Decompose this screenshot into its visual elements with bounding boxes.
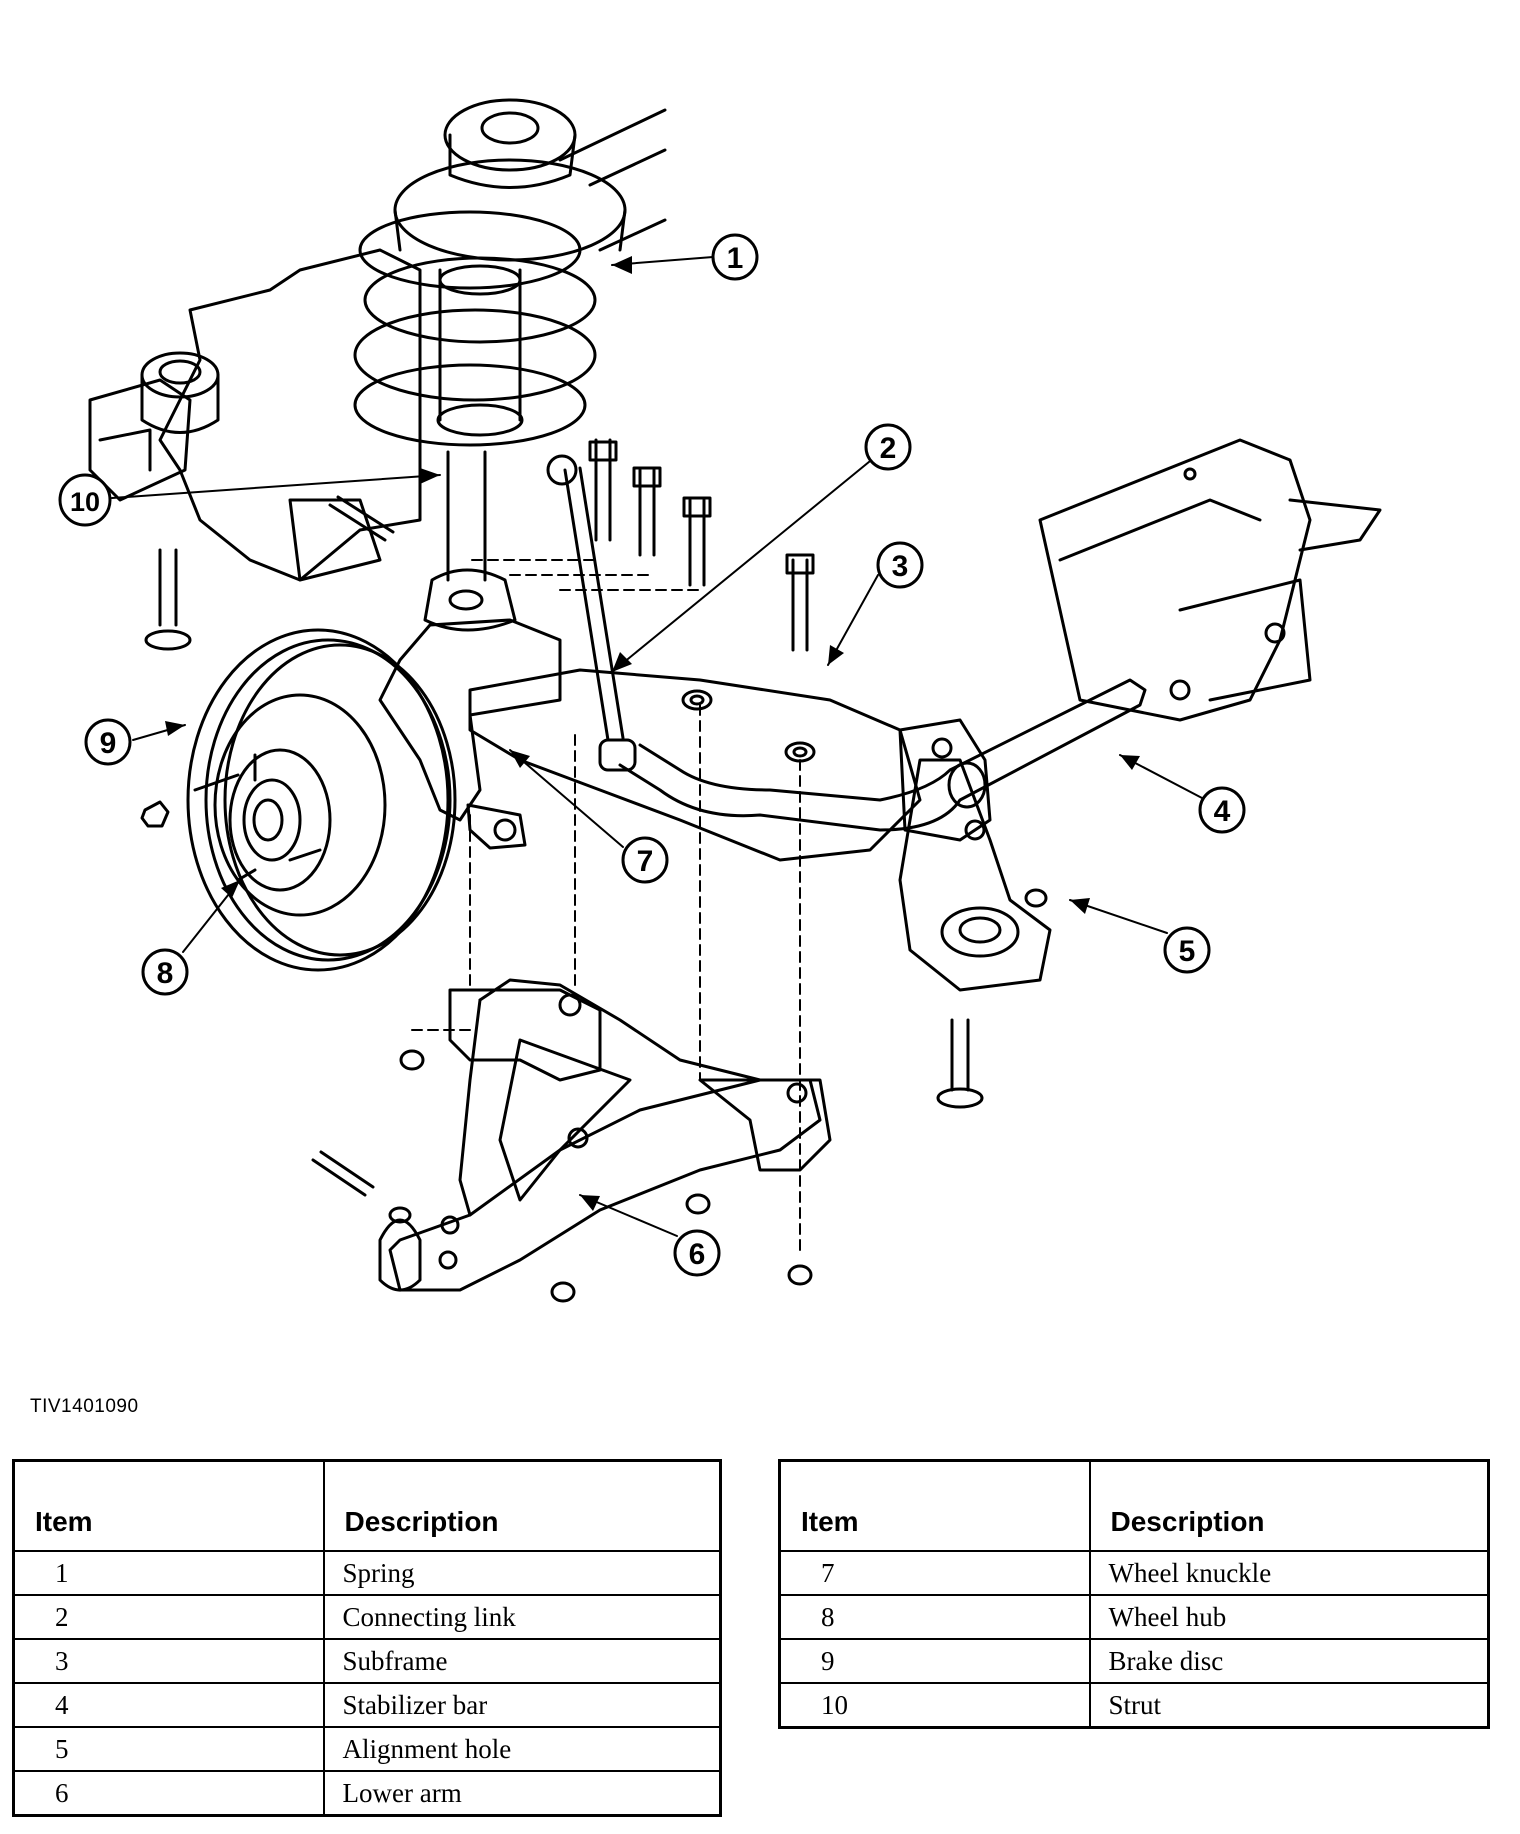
callout-10-label: 10 [70, 487, 100, 517]
assembly-guides [411, 559, 801, 1251]
callout-2: 2 [864, 423, 912, 471]
subframe-center [468, 668, 1048, 908]
item-number: 4 [12, 1682, 325, 1728]
item-description: Subframe [322, 1638, 722, 1684]
callout-2-label: 2 [880, 432, 897, 465]
wheel-hub [140, 748, 332, 892]
coil-spring [353, 98, 627, 447]
leader-lines [111, 256, 1203, 1237]
item-number: 5 [12, 1726, 325, 1772]
fasteners [144, 438, 984, 1303]
wheel-knuckle [378, 618, 562, 850]
item-number: 8 [778, 1594, 1091, 1640]
item-description: Connecting link [322, 1594, 722, 1640]
item-number: 7 [778, 1550, 1091, 1596]
callout-9-label: 9 [100, 727, 117, 760]
callout-7: 7 [621, 836, 669, 884]
callout-1: 1 [711, 233, 759, 281]
strut [423, 450, 517, 632]
item-description: Strut [1088, 1682, 1490, 1729]
left-subframe-mount [88, 248, 422, 582]
header-item: Item [778, 1459, 1091, 1552]
legend-header-row: Item Description [12, 1459, 722, 1552]
callout-4: 4 [1198, 786, 1246, 834]
legend-header-row: Item Description [778, 1459, 1490, 1552]
item-number: 9 [778, 1638, 1091, 1684]
callout-3: 3 [876, 541, 924, 589]
item-number: 1 [12, 1550, 325, 1596]
item-description: Wheel hub [1088, 1594, 1490, 1640]
callout-6: 6 [673, 1229, 721, 1277]
item-number: 3 [12, 1638, 325, 1684]
callout-1-label: 1 [727, 242, 744, 275]
item-description: Wheel knuckle [1088, 1550, 1490, 1596]
item-description: Stabilizer bar [322, 1682, 722, 1728]
callout-7-label: 7 [637, 845, 654, 878]
item-number: 6 [12, 1770, 325, 1817]
stabilizer-bar [618, 678, 1147, 842]
header-item: Item [12, 1459, 325, 1552]
callout-6-label: 6 [689, 1238, 706, 1271]
callout-5: 5 [1163, 926, 1211, 974]
connecting-link [546, 454, 637, 772]
callout-4-label: 4 [1214, 795, 1231, 828]
suspension-exploded-diagram: 1 2 3 4 5 6 7 8 9 10 [58, 98, 1382, 1303]
callout-9: 9 [84, 718, 132, 766]
header-description: Description [322, 1459, 722, 1552]
item-description: Spring [322, 1550, 722, 1596]
item-description: Brake disc [1088, 1638, 1490, 1684]
callout-5-label: 5 [1179, 935, 1196, 968]
callout-8-label: 8 [157, 957, 174, 990]
item-number: 2 [12, 1594, 325, 1640]
right-subframe [898, 438, 1382, 992]
leader-arrowheads [165, 256, 1140, 1211]
header-description: Description [1088, 1459, 1490, 1552]
callout-3-label: 3 [892, 550, 909, 583]
item-number: 10 [778, 1682, 1091, 1729]
figure-id: TIV1401090 [30, 1396, 139, 1417]
item-description: Lower arm [322, 1770, 722, 1817]
item-description: Alignment hole [322, 1726, 722, 1772]
callout-8: 8 [141, 948, 189, 996]
callout-10: 10 [58, 473, 112, 527]
lower-arm [378, 978, 832, 1292]
brake-disc [186, 628, 457, 972]
